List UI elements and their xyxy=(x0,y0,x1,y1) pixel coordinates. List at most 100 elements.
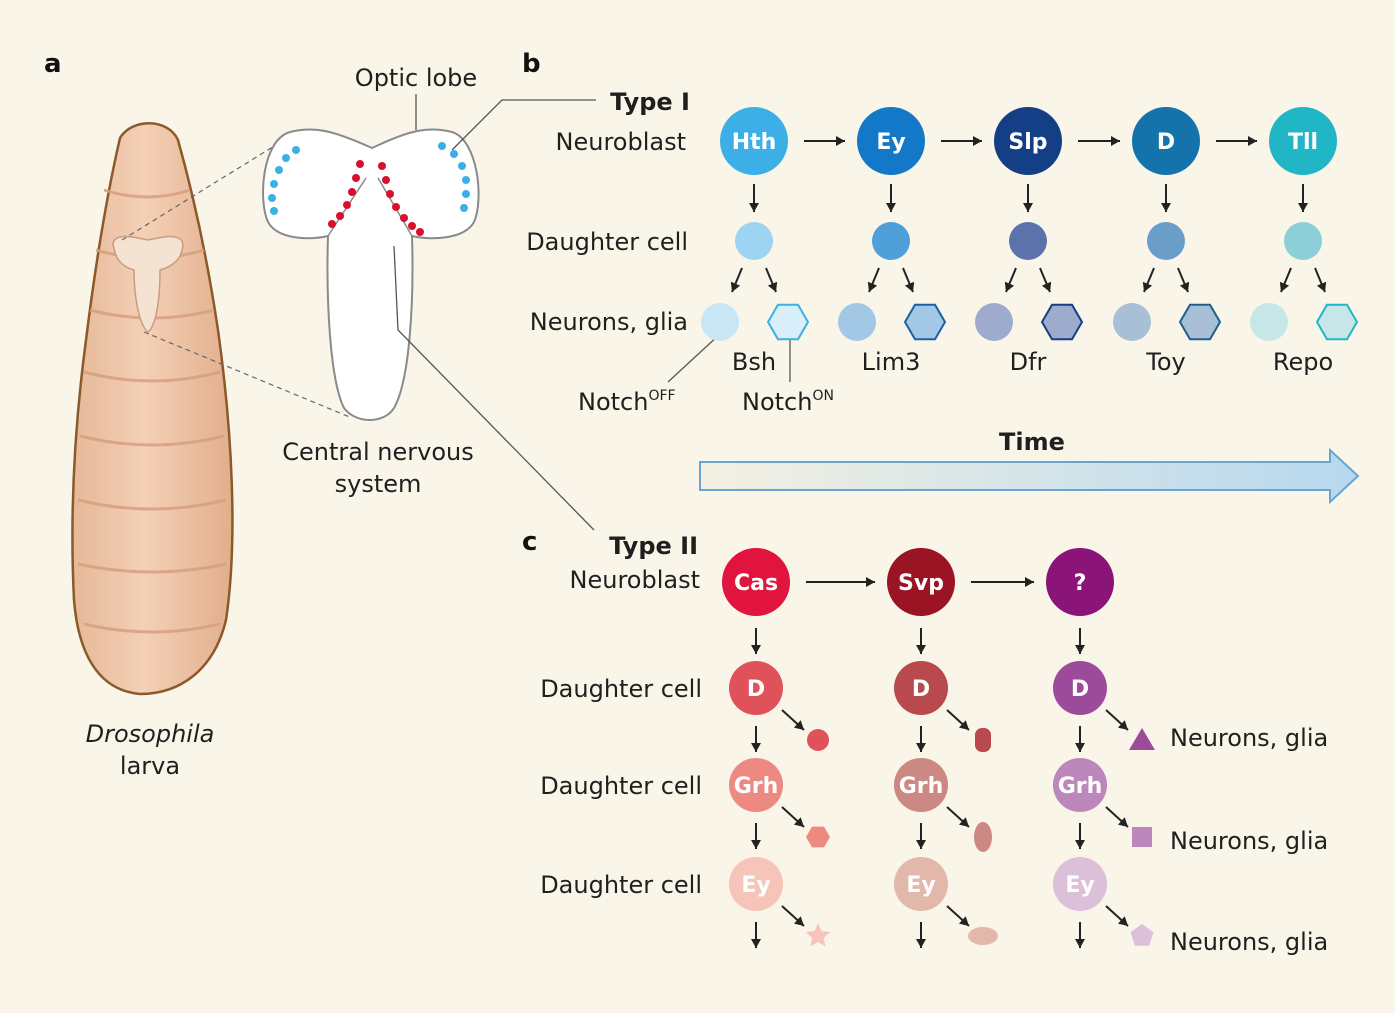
daughter-cell-grh xyxy=(729,758,783,812)
neuroblast-to-daughter-arrow-head xyxy=(1161,203,1171,212)
progeny-ellipse-tall xyxy=(974,822,992,852)
daughter-to-progeny-arrow-head xyxy=(958,916,969,926)
type-one-daughter-label: Daughter cell xyxy=(526,228,688,256)
neuroblast-circle xyxy=(720,107,788,175)
larva-illustration xyxy=(71,122,353,696)
type-one-neurons-label: Neurons, glia xyxy=(530,308,688,336)
neuroblast-factor-label: Slp xyxy=(1008,130,1047,155)
glia-hexagon xyxy=(1040,303,1084,341)
stage-gene-label: Dfr xyxy=(1010,348,1047,376)
neuroblast-circle xyxy=(887,548,955,616)
daughter-down-arrow-head xyxy=(1075,840,1085,849)
daughter-down-arrow-head xyxy=(751,939,761,948)
daughter-to-progeny-arrow-head xyxy=(793,916,804,926)
type-two-neurons-label-1: Neurons, glia xyxy=(1170,724,1328,752)
type-two-daughter-label-1: Daughter cell xyxy=(540,675,702,703)
panel-b: b Type I Neuroblast Daughter cell Neuron… xyxy=(522,49,1360,505)
cns-label-line2: system xyxy=(335,470,422,498)
daughter-cell xyxy=(872,222,910,260)
time-arrow: Time xyxy=(699,428,1360,505)
daughter-cell xyxy=(1284,222,1322,260)
optic-lobe-label: Optic lobe xyxy=(355,64,477,92)
panel-a: a xyxy=(44,49,596,780)
stage-gene-label: Toy xyxy=(1145,348,1185,376)
daughter-down-arrow-head xyxy=(751,840,761,849)
daughter-factor-label: D xyxy=(1071,677,1089,702)
daughter-cell xyxy=(1147,222,1185,260)
neuroblast-factor-label: Tll xyxy=(1288,130,1318,155)
daughter-cell-ey xyxy=(729,857,783,911)
progeny-rounded-rect xyxy=(975,728,991,752)
panel-c: c Type II Neuroblast Daughter cell Daugh… xyxy=(522,527,1328,956)
stage-gene-label: Lim3 xyxy=(862,348,921,376)
neuron-cell xyxy=(838,303,876,341)
daughter-cell-d xyxy=(1053,661,1107,715)
daughter-to-neuron-arrow-head xyxy=(867,281,878,292)
glia-hexagon xyxy=(1178,303,1222,341)
glia-hexagon xyxy=(1315,303,1359,341)
daughter-cell xyxy=(1009,222,1047,260)
neuroblast-circle xyxy=(994,107,1062,175)
daughter-cell-ey xyxy=(1053,857,1107,911)
daughter-factor-label: Grh xyxy=(899,774,944,799)
cns-enlarged xyxy=(262,128,480,421)
temporal-transition-arrow-head xyxy=(1025,577,1034,587)
temporal-transition-arrow-head xyxy=(973,136,982,146)
neuroblast-circle xyxy=(857,107,925,175)
daughter-to-progeny-arrow-head xyxy=(958,720,969,730)
temporal-transition-arrow-head xyxy=(1111,136,1120,146)
temporal-transition-arrow-head xyxy=(1248,136,1257,146)
glia-hexagon xyxy=(766,303,810,341)
daughter-to-progeny-arrow-head xyxy=(1117,720,1128,730)
temporal-transition-arrow-head xyxy=(866,577,875,587)
daughter-down-arrow-head xyxy=(751,743,761,752)
daughter-cell-d xyxy=(729,661,783,715)
larva-label-line1: Drosophila xyxy=(86,720,215,748)
neuroblast-circle xyxy=(722,548,790,616)
neuroblast-circle xyxy=(1132,107,1200,175)
progeny-square xyxy=(1132,827,1152,847)
daughter-to-neuron-arrow-head xyxy=(730,281,741,292)
neuroblast-to-daughter-arrow-head xyxy=(1075,645,1085,654)
daughter-down-arrow-head xyxy=(916,939,926,948)
type-two-daughter-label-2: Daughter cell xyxy=(540,772,702,800)
daughter-to-glia-arrow-head xyxy=(1041,281,1052,292)
panel-label-c: c xyxy=(522,527,537,557)
daughter-factor-label: D xyxy=(912,677,930,702)
progeny-circle xyxy=(807,729,829,751)
daughter-to-progeny-arrow-head xyxy=(793,817,804,827)
time-label: Time xyxy=(999,428,1065,456)
neuroblast-to-daughter-arrow-head xyxy=(886,203,896,212)
larva-label-line2: larva xyxy=(120,752,180,780)
neuron-cell xyxy=(1250,303,1288,341)
stage-gene-label: Repo xyxy=(1273,348,1333,376)
glia-hexagon xyxy=(903,303,947,341)
daughter-cell-grh xyxy=(1053,758,1107,812)
daughter-down-arrow-head xyxy=(1075,743,1085,752)
neuroblast-factor-label: Ey xyxy=(876,130,905,155)
stage-gene-label: Bsh xyxy=(732,348,776,376)
notch-off-label: NotchOFF xyxy=(578,388,676,416)
neuroblast-factor-label: Svp xyxy=(898,571,944,596)
progeny-triangle xyxy=(1129,728,1155,750)
daughter-cell xyxy=(735,222,773,260)
daughter-cell-d xyxy=(894,661,948,715)
daughter-factor-label: D xyxy=(747,677,765,702)
daughter-to-progeny-arrow-head xyxy=(958,817,969,827)
neuroblast-circle xyxy=(1269,107,1337,175)
type-one-label: Type I xyxy=(610,88,690,116)
daughter-cell-grh xyxy=(894,758,948,812)
daughter-factor-label: Ey xyxy=(906,873,935,898)
type-two-daughter-label-3: Daughter cell xyxy=(540,871,702,899)
neuroblast-circle xyxy=(1046,548,1114,616)
type-one-neuroblast-label: Neuroblast xyxy=(556,128,686,156)
daughter-cell-ey xyxy=(894,857,948,911)
progeny-star xyxy=(805,923,831,947)
